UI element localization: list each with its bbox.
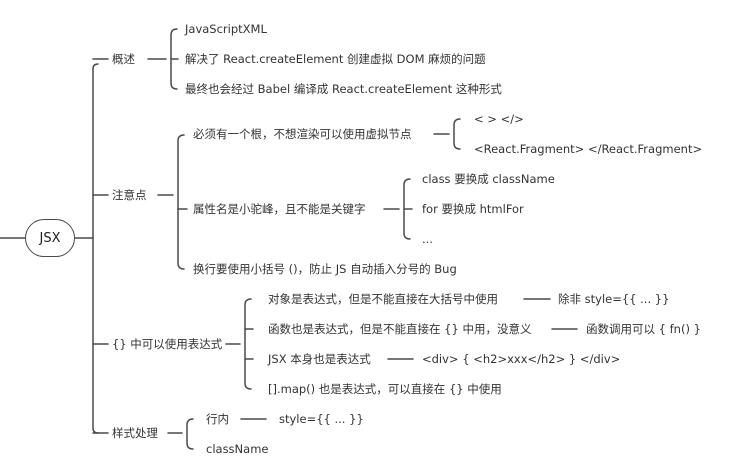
overview-item-babel: 最终也会经过 Babel 编译成 React.createElement 这种形…: [185, 82, 502, 96]
overview-item-jsx-name: JavaScriptXML: [185, 22, 267, 36]
styles-inline-example: style={{ ... }}: [279, 412, 364, 426]
expr-map: [].map() 也是表达式，可以直接在 {} 中使用: [268, 382, 502, 396]
fragment-short: < > </>: [474, 112, 524, 126]
expr-object: 对象是表达式，但是不能直接在大括号中使用: [268, 292, 498, 306]
notes-camel-case: 属性名是小驼峰，且不能是关键字: [193, 202, 366, 216]
fragment-long: <React.Fragment> </React.Fragment>: [474, 142, 703, 156]
node-notes: 注意点: [112, 188, 147, 202]
node-styles: 样式处理: [112, 426, 158, 440]
expr-function-call: 函数调用可以 { fn() }: [586, 322, 701, 336]
styles-classname: className: [206, 442, 269, 456]
camel-more: ...: [422, 232, 433, 246]
node-expressions: {} 中可以使用表达式: [112, 337, 223, 351]
expr-object-style: 除非 style={{ ... }}: [558, 292, 670, 306]
notes-parens: 换行要使用小括号 ()，防止 JS 自动插入分号的 Bug: [193, 262, 457, 276]
styles-inline: 行内: [206, 412, 229, 426]
root-node: JSX: [25, 219, 75, 257]
expr-jsx-example: <div> { <h2>xxx</h2> } </div>: [422, 352, 621, 366]
node-overview: 概述: [112, 52, 135, 66]
expr-function: 函数也是表达式，但是不能直接在 {} 中用，没意义: [268, 322, 532, 336]
camel-classname: class 要换成 className: [422, 172, 555, 186]
notes-single-root: 必须有一个根，不想渲染可以使用虚拟节点: [193, 127, 412, 141]
expr-jsx: JSX 本身也是表达式: [268, 352, 371, 366]
camel-htmlfor: for 要换成 htmlFor: [422, 202, 524, 216]
overview-item-solves: 解决了 React.createElement 创建虚拟 DOM 麻烦的问题: [185, 52, 486, 66]
